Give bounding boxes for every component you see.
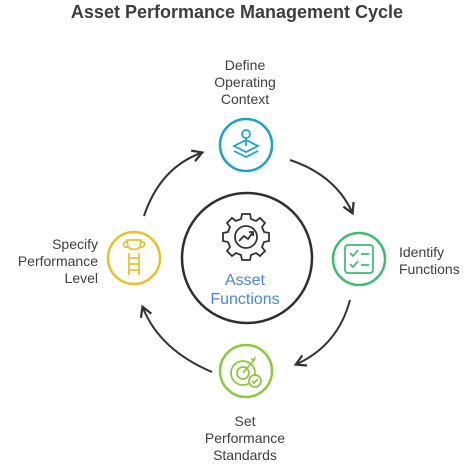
- arrow-bottom-to-left: [139, 304, 213, 373]
- label-line: Identify: [399, 244, 445, 260]
- label-line: Standards: [213, 447, 277, 463]
- step-set-performance-standards: [218, 343, 274, 399]
- label-line: Set: [234, 413, 256, 429]
- step-define-operating-context: [218, 117, 274, 173]
- center-label-line-2: Functions: [210, 291, 280, 308]
- label-line: Functions: [399, 261, 460, 277]
- trophy-ladder-icon: [122, 239, 146, 275]
- step-specify-performance-level: [106, 230, 162, 286]
- label-line: Performance: [17, 253, 98, 269]
- label-line: Context: [220, 91, 270, 107]
- arrow-left-to-top: [143, 149, 205, 217]
- label-line: Performance: [204, 430, 286, 446]
- label-define-operating-context: Define Operating Context: [190, 57, 300, 108]
- gear-chart-icon: [222, 213, 270, 261]
- label-identify-functions: Identify Functions: [399, 244, 460, 278]
- arrow-right-to-bottom: [293, 299, 351, 367]
- diagram-title: Asset Performance Management Cycle: [70, 2, 404, 22]
- map-pin-layers-icon: [232, 129, 260, 158]
- target-check-icon: [230, 356, 262, 388]
- center-label-line-1: Asset: [224, 272, 265, 289]
- center-label: Asset Functions: [190, 271, 300, 309]
- label-line: Specify: [52, 236, 98, 252]
- checklist-icon: [344, 244, 374, 274]
- label-set-performance-standards: Set Performance Standards: [180, 413, 310, 464]
- label-line: Level: [64, 270, 98, 286]
- label-line: Define: [224, 57, 266, 73]
- label-line: Operating: [214, 74, 276, 90]
- arrow-top-to-right: [289, 159, 355, 216]
- center-circle: [180, 191, 314, 325]
- step-identify-functions: [331, 231, 387, 287]
- label-specify-performance-level: Specify Performance Level: [10, 236, 98, 287]
